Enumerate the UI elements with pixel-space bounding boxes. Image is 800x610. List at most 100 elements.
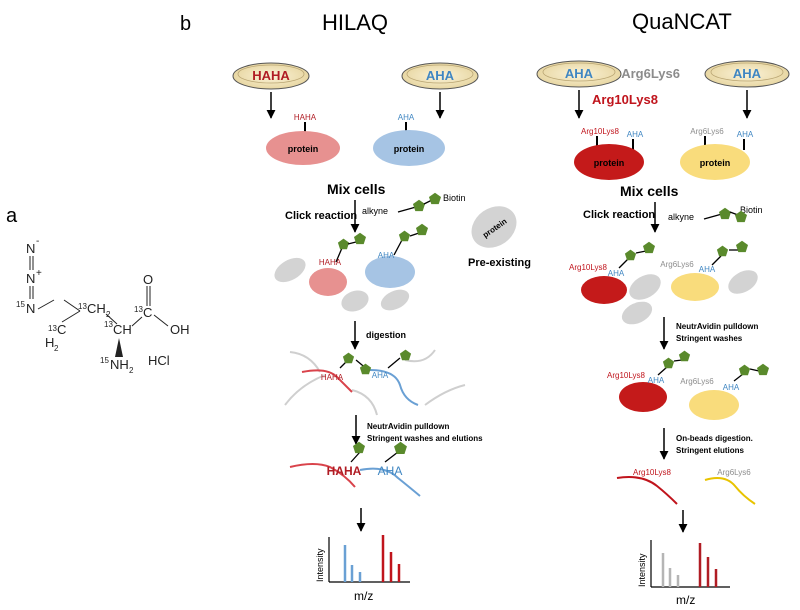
atom-c13a: C (57, 322, 66, 337)
atom-c13d-mass: 13 (134, 305, 143, 314)
panel-b-letter: b (180, 13, 191, 35)
tag-aha: AHA (398, 113, 415, 122)
culture-dish-medium: AHA (704, 60, 790, 88)
atom-c13a-mass: 13 (48, 324, 57, 333)
atom-oxygen: O (143, 272, 153, 287)
quancat-mix-cells-label: Mix cells (620, 183, 679, 199)
wedge-bond (115, 338, 123, 357)
click-adduct-aha (393, 223, 429, 256)
protein-medium-label: protein (700, 158, 731, 168)
charge-minus: - (36, 236, 39, 247)
ms-peaks-gray (661, 553, 680, 587)
protein-aha (373, 130, 445, 166)
bond-c2-c3 (105, 313, 118, 325)
q-pep-tag-medium: Arg6Lys6 (717, 468, 751, 477)
q-gray-blob-3 (728, 270, 758, 294)
culture-dish-aha: AHA (401, 62, 479, 90)
atom-n15: N (26, 301, 35, 316)
atom-c13c-mass: 13 (104, 320, 113, 329)
peptide-tag-aha: AHA (372, 371, 389, 380)
hilaq-workflow: HILAQ HAHA AHA HAHA protein AHA protein … (232, 10, 531, 603)
q-mixed-tag-aha-left: AHA (608, 269, 625, 278)
ms-peaks-dark-red (698, 543, 718, 587)
peptide-fragments (284, 349, 466, 416)
q-mixed-protein-medium (671, 273, 719, 301)
final-tag-aha: AHA (378, 464, 403, 478)
quancat-alkyne-label: alkyne (668, 212, 694, 222)
atom-c13b-mass: 13 (78, 302, 87, 311)
quancat-click-reaction-label: Click reaction (583, 209, 655, 221)
bond-c3-c4 (131, 316, 143, 327)
protein-haha (266, 131, 340, 165)
atom-h2a: H (45, 335, 54, 350)
panel-a-letter: a (6, 205, 18, 227)
mixed-protein-aha (365, 256, 415, 288)
quancat-digest-line2: Stringent elutions (676, 446, 745, 455)
biotin-label: Biotin (443, 193, 466, 203)
hilaq-title: HILAQ (322, 10, 388, 35)
quancat-pulldown-line2: Stringent washes (676, 334, 743, 343)
atom-c13c: CH (113, 322, 132, 337)
protein-aha-label: protein (394, 144, 425, 154)
atom-n-minus: N (26, 241, 35, 256)
quancat-biotin-label: Biotin (740, 205, 763, 215)
enriched-peptides (289, 463, 421, 497)
atom-h2a-sub: 2 (54, 344, 59, 353)
quancat-digest-line1: On-beads digestion. (676, 434, 753, 443)
mixed-tag-aha: AHA (378, 251, 395, 260)
quancat-title: QuaNCAT (632, 9, 732, 34)
atom-nh2-mass: 15 (100, 356, 109, 365)
tag-medium: Arg6Lys6 (690, 127, 724, 136)
ms-quancat-x-label: m/z (676, 593, 695, 607)
quancat-workflow: QuaNCAT AHA AHA Arg10Lys8 Arg6Lys6 Arg10… (536, 9, 790, 607)
biotin-alkyne (397, 192, 442, 213)
q-mixed-tag-heavy: Arg10Lys8 (569, 263, 608, 272)
ms-peaks-blue (343, 545, 362, 582)
q-pd-protein-heavy (619, 382, 667, 412)
atom-c13b-sub: 2 (106, 310, 111, 319)
alkyne-label: alkyne (362, 206, 388, 216)
q-pd-biotins (657, 350, 770, 382)
q-pd-tag-medium: Arg6Lys6 (680, 377, 714, 386)
dish-label-aha-medium: AHA (733, 66, 762, 81)
q-mixed-tag-aha-right: AHA (699, 265, 716, 274)
final-tag-haha: HAHA (327, 464, 362, 478)
pulldown-line2: Stringent washes and elutions (367, 434, 483, 443)
tag-aha-medium: AHA (737, 130, 754, 139)
quancat-biotin-alkyne (703, 207, 748, 223)
tag-heavy: Arg10Lys8 (581, 127, 620, 136)
atom-nh2-sub: 2 (129, 366, 134, 375)
atom-c13b: CH (87, 301, 106, 316)
ms-spectrum-quancat: Intensity m/z (637, 540, 730, 607)
atom-n15-mass: 15 (16, 300, 25, 309)
peptide-haha (301, 369, 353, 393)
ms-peaks-red (381, 535, 401, 582)
q-pd-tag-aha-left: AHA (648, 376, 665, 385)
protein-heavy-label: protein (594, 158, 625, 168)
atom-n-plus: N (26, 271, 35, 286)
bond-n-c1 (37, 299, 55, 310)
q-mixed-protein-heavy (581, 276, 627, 304)
label-medium-amino-acids: Arg6Lys6 (621, 66, 680, 81)
panel-a: a N - N + 15 N 13 C H 2 13 CH 2 13 (6, 205, 190, 375)
bond-c4-oh (153, 314, 169, 327)
ms-hilaq-x-label: m/z (354, 589, 373, 603)
chemical-structure: N - N + 15 N 13 C H 2 13 CH 2 13 CH 13 (16, 236, 190, 375)
q-pd-tag-aha-right: AHA (723, 383, 740, 392)
digestion-label: digestion (366, 330, 406, 340)
click-reaction-label: Click reaction (285, 210, 357, 222)
bond-c1-c2 (63, 299, 81, 312)
tag-haha: HAHA (294, 113, 317, 122)
q-click-adducts (618, 240, 749, 269)
click-adduct-haha (335, 232, 367, 263)
q-gray-blob-2 (621, 301, 653, 325)
protein-medium (680, 144, 750, 180)
atom-c13d: C (143, 305, 152, 320)
mix-cells-label: Mix cells (327, 181, 386, 197)
q-mixed-tag-medium: Arg6Lys6 (660, 260, 694, 269)
preexisting-protein (471, 206, 517, 248)
ms-hilaq-y-label: Intensity (315, 548, 325, 582)
q-peptides (616, 476, 756, 505)
peptide-biotins (339, 349, 412, 375)
final-biotins (350, 441, 407, 463)
